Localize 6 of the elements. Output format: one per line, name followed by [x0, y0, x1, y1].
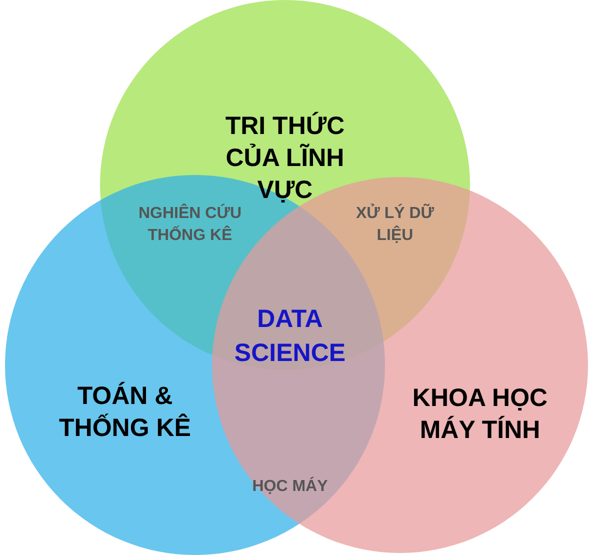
- circle-label: TOÁN & THỐNG KÊ: [58, 380, 192, 444]
- center-label: DATA SCIENCE: [233, 304, 347, 369]
- region-label: NGHIÊN CỨU THỐNG KÊ: [137, 203, 243, 246]
- circle-label: TRI THỨC CỦA LĨNH VỰC: [225, 110, 346, 204]
- circle-label: KHOA HỌC MÁY TÍNH: [411, 383, 549, 446]
- region-label: XỬ LÝ DỮ LIỆU: [354, 203, 436, 246]
